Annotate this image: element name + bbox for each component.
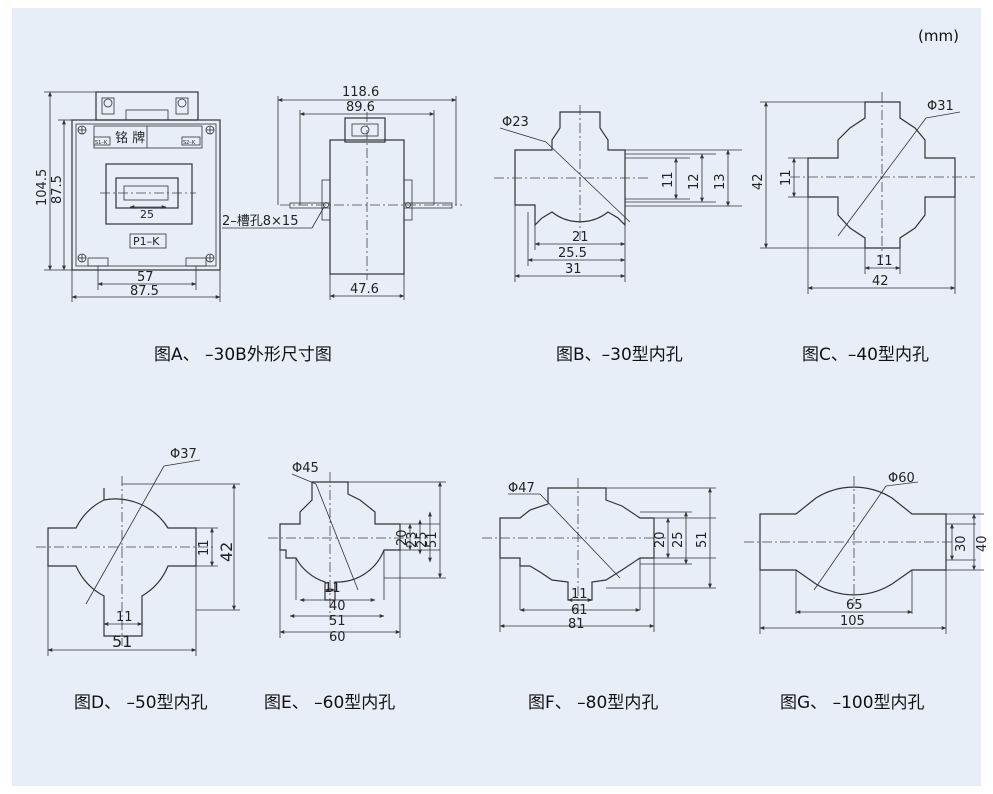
svg-text:51: 51 xyxy=(425,531,440,548)
svg-text:51: 51 xyxy=(329,614,346,629)
caption-c: 图C、–40型内孔 xyxy=(802,345,929,365)
window-dim: 25 xyxy=(140,208,154,221)
svg-text:25: 25 xyxy=(671,531,686,548)
fig-g-phi: Φ60 xyxy=(888,471,915,486)
fig-c-phi: Φ31 xyxy=(927,99,954,114)
nameplate-text: 铭 牌 xyxy=(115,130,145,146)
svg-text:40: 40 xyxy=(329,599,346,614)
fig-f-drawing: Φ47 20 25 51 11 61 81 xyxy=(482,478,716,632)
fig-c-drawing: Φ31 42 11 11 42 xyxy=(751,92,975,294)
svg-text:20: 20 xyxy=(395,529,410,546)
fig-d-drawing: Φ37 11 42 11 51 xyxy=(36,447,240,656)
unit-label: (mm) xyxy=(918,27,959,45)
svg-text:42: 42 xyxy=(217,542,236,562)
svg-text:65: 65 xyxy=(846,598,863,613)
caption-e: 图E、 –60型内孔 xyxy=(264,693,395,713)
caption-d: 图D、 –50型内孔 xyxy=(74,693,208,713)
caption-g: 图G、 –100型内孔 xyxy=(780,693,925,713)
svg-text:S1–K: S1–K xyxy=(95,140,108,146)
side-depth-dim: 47.6 xyxy=(350,282,379,297)
width-outer-dim: 87.5 xyxy=(130,284,159,299)
svg-text:11: 11 xyxy=(324,581,341,596)
svg-text:12: 12 xyxy=(687,173,702,190)
svg-text:42: 42 xyxy=(751,173,766,190)
height-outer-dim: 104.5 xyxy=(35,169,50,206)
fig-a-side-view: 118.6 89.6 47.6 2–槽孔8×15 xyxy=(222,85,462,300)
fig-e-phi: Φ45 xyxy=(292,461,319,476)
svg-text:11: 11 xyxy=(197,539,212,556)
svg-text:30: 30 xyxy=(954,535,969,552)
terminal-label: P1–K xyxy=(133,235,160,248)
svg-text:11: 11 xyxy=(876,254,893,269)
svg-text:25: 25 xyxy=(415,531,430,548)
svg-text:S2–K: S2–K xyxy=(183,140,196,146)
svg-text:42: 42 xyxy=(872,274,889,289)
width-inner-dim: 57 xyxy=(137,270,154,285)
svg-text:61: 61 xyxy=(571,603,588,618)
svg-text:11: 11 xyxy=(661,171,676,188)
svg-text:25.5: 25.5 xyxy=(558,246,587,261)
caption-f: 图F、 –80型内孔 xyxy=(528,693,658,713)
svg-text:60: 60 xyxy=(329,630,346,645)
fig-b-phi: Φ23 xyxy=(502,115,529,130)
svg-text:21: 21 xyxy=(572,230,589,245)
svg-text:11: 11 xyxy=(779,169,794,186)
fig-f-phi: Φ47 xyxy=(508,481,535,496)
svg-text:20: 20 xyxy=(653,531,668,548)
caption-a: 图A、 –30B外形尺寸图 xyxy=(154,345,332,365)
svg-text:11: 11 xyxy=(571,587,588,602)
fig-e-drawing: Φ45 20 23 25 51 11 40 51 60 xyxy=(268,461,446,645)
svg-text:11: 11 xyxy=(116,610,133,625)
fig-a-front-view: 铭 牌 S1–K S2–K 25 P1–K 104.5 xyxy=(35,91,221,302)
svg-text:40: 40 xyxy=(975,535,990,552)
slot-label: 2–槽孔8×15 xyxy=(222,214,298,229)
caption-b: 图B、–30型内孔 xyxy=(556,345,683,365)
svg-text:51: 51 xyxy=(112,632,132,651)
svg-text:13: 13 xyxy=(713,173,728,190)
fig-d-phi: Φ37 xyxy=(170,447,197,462)
height-inner-dim: 87.5 xyxy=(50,175,65,204)
svg-text:81: 81 xyxy=(568,617,585,632)
side-mid-dim: 89.6 xyxy=(346,100,375,115)
fig-b-drawing: Φ23 11 12 13 21 25.5 31 xyxy=(494,105,742,282)
svg-text:23: 23 xyxy=(405,531,420,548)
drawing-panel xyxy=(12,8,981,786)
fig-g-drawing: Φ60 30 40 65 105 xyxy=(744,471,990,634)
side-total-dim: 118.6 xyxy=(342,85,379,100)
svg-text:51: 51 xyxy=(695,531,710,548)
svg-text:105: 105 xyxy=(840,614,865,629)
svg-text:31: 31 xyxy=(565,262,582,277)
